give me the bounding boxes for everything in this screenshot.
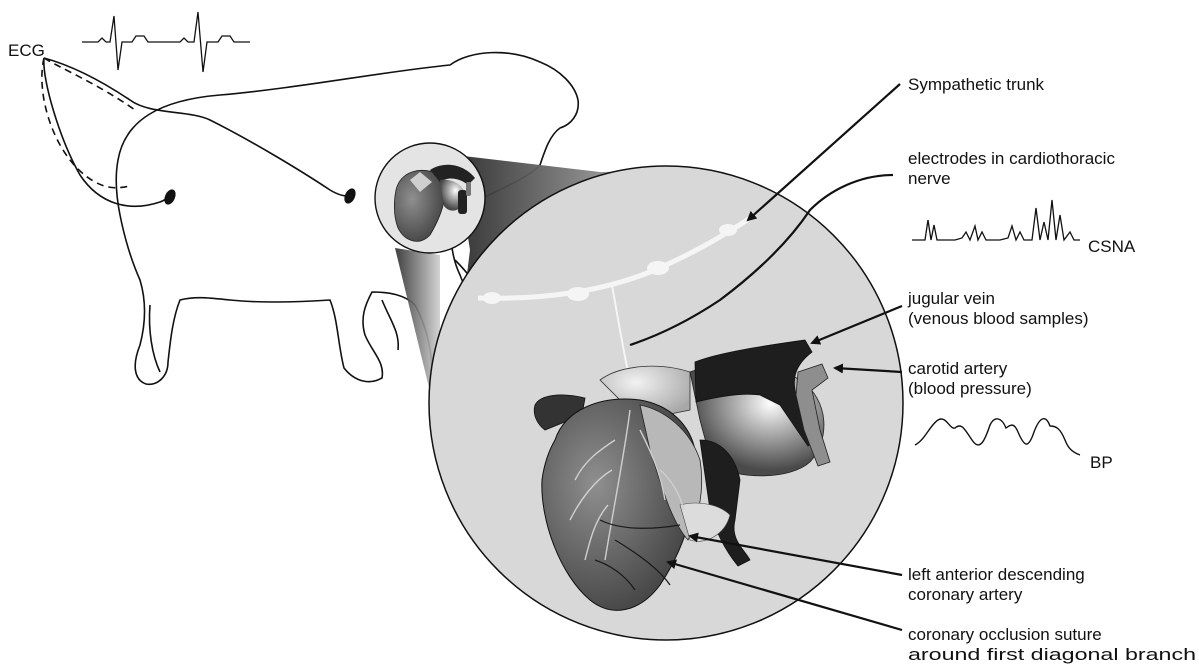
lad-label-line2: coronary artery [908, 585, 1023, 604]
electrodes-label-line2: nerve [908, 169, 951, 188]
lad-label-line1: left anterior descending [908, 565, 1085, 584]
jugular-label-line2: (venous blood samples) [908, 309, 1088, 328]
electrode-pad-left [162, 188, 178, 207]
carotid-label-line2: (blood pressure) [908, 379, 1032, 398]
sympathetic-trunk-label: Sympathetic trunk [908, 75, 1045, 94]
jugular-label-line1: jugular vein [907, 289, 995, 308]
csna-label: CSNA [1088, 237, 1136, 256]
ecg-label: ECG [8, 41, 45, 60]
electrodes-label-line1: electrodes in cardiothoracic [908, 149, 1115, 168]
ecg-leads [42, 58, 350, 206]
sympathetic-trunk-arrow [748, 84, 900, 220]
suture-label-line1: coronary occlusion suture [908, 625, 1102, 644]
bp-label: BP [1090, 453, 1113, 472]
carotid-label-line1: carotid artery [908, 359, 1008, 378]
csna-waveform [912, 200, 1080, 240]
small-heart-inset [375, 143, 485, 253]
suture-label-line2: around first diagonal branch [908, 645, 1196, 664]
ecg-waveform [82, 12, 250, 72]
bp-waveform [915, 419, 1080, 455]
